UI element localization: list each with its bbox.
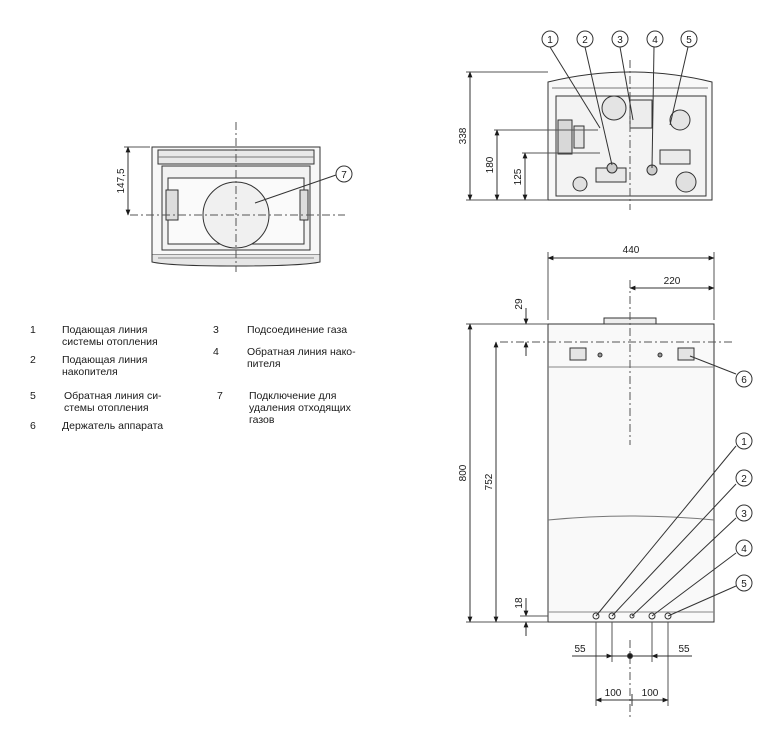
legend-num: 5 [30,390,36,402]
legend-item-2: 2 Подающая линия накопителя [30,354,210,384]
legend-text: Обратная линия си- стемы отопления [64,390,162,414]
legend-line: удаления отходящих [249,402,351,414]
dim-55-right: 55 [678,644,690,655]
legend-item-6: 6 Держатель аппарата [30,420,210,436]
callout-top-2: 2 [582,35,588,46]
callout-6: 6 [741,375,747,386]
legend-text: Держатель аппарата [62,420,163,432]
legend-line: газов [249,414,275,426]
callout-front-1: 1 [741,437,747,448]
legend-line: накопителя [62,366,118,378]
dim-338: 338 [458,127,469,144]
legend-line: Подающая линия [62,324,148,336]
dim-55-left: 55 [574,644,586,655]
callout-top-4: 4 [652,35,658,46]
callout-top-5: 5 [686,35,692,46]
dim-100-right: 100 [642,688,659,699]
callout-front-4: 4 [741,544,747,555]
callout-front-5: 5 [741,579,747,590]
legend-text: Подсоединение газа [247,324,347,336]
legend-line: Обратная линия нако- [247,346,356,358]
legend-num: 6 [30,420,36,432]
legend-line: пителя [247,358,281,370]
callout-7: 7 [341,170,347,181]
legend-line: системы отопления [62,336,158,348]
legend-item-5: 5 Обратная линия си- стемы отопления [30,390,210,420]
legend-line: Подающая линия [62,354,148,366]
legend-item-3: 3 Подсоединение газа [213,324,393,340]
legend-text: Подключение для удаления отходящих газов [249,390,351,426]
legend-text: Подающая линия системы отопления [62,324,158,348]
dim-18: 18 [514,597,525,609]
dim-440: 440 [623,245,640,256]
dim-100-left: 100 [605,688,622,699]
legend-item-1: 1 Подающая линия системы отопления [30,324,210,354]
legend-line: Подключение для [249,390,337,402]
callout-front-2: 2 [741,474,747,485]
dim-220: 220 [664,276,681,287]
dim-29: 29 [514,298,525,310]
legend-line: стемы отопления [64,402,149,414]
legend-num: 7 [217,390,223,402]
dim-800: 800 [458,464,469,481]
dim-180: 180 [485,156,496,173]
callout-top-1: 1 [547,35,553,46]
legend-line: Подсоединение газа [247,324,348,336]
legend-num: 3 [213,324,219,336]
legend-num: 1 [30,324,36,336]
legend-item-7: 7 Подключение для удаления отходящих газ… [217,390,397,432]
connection-view [466,30,713,210]
legend-text: Обратная линия нако- пителя [247,346,356,370]
legend-num: 2 [30,354,36,366]
legend-line: Обратная линия си- [64,390,162,402]
callout-top-3: 3 [617,35,623,46]
legend-line: Держатель аппарата [62,420,164,432]
legend-num: 4 [213,346,219,358]
top-view [124,122,353,272]
dim-147-5: 147,5 [116,168,127,193]
legend-text: Подающая линия накопителя [62,354,147,378]
callout-front-3: 3 [741,509,747,520]
legend-item-4: 4 Обратная линия нако- пителя [213,346,393,376]
dim-125: 125 [513,168,524,185]
front-view [466,252,753,720]
dim-752: 752 [484,473,495,490]
